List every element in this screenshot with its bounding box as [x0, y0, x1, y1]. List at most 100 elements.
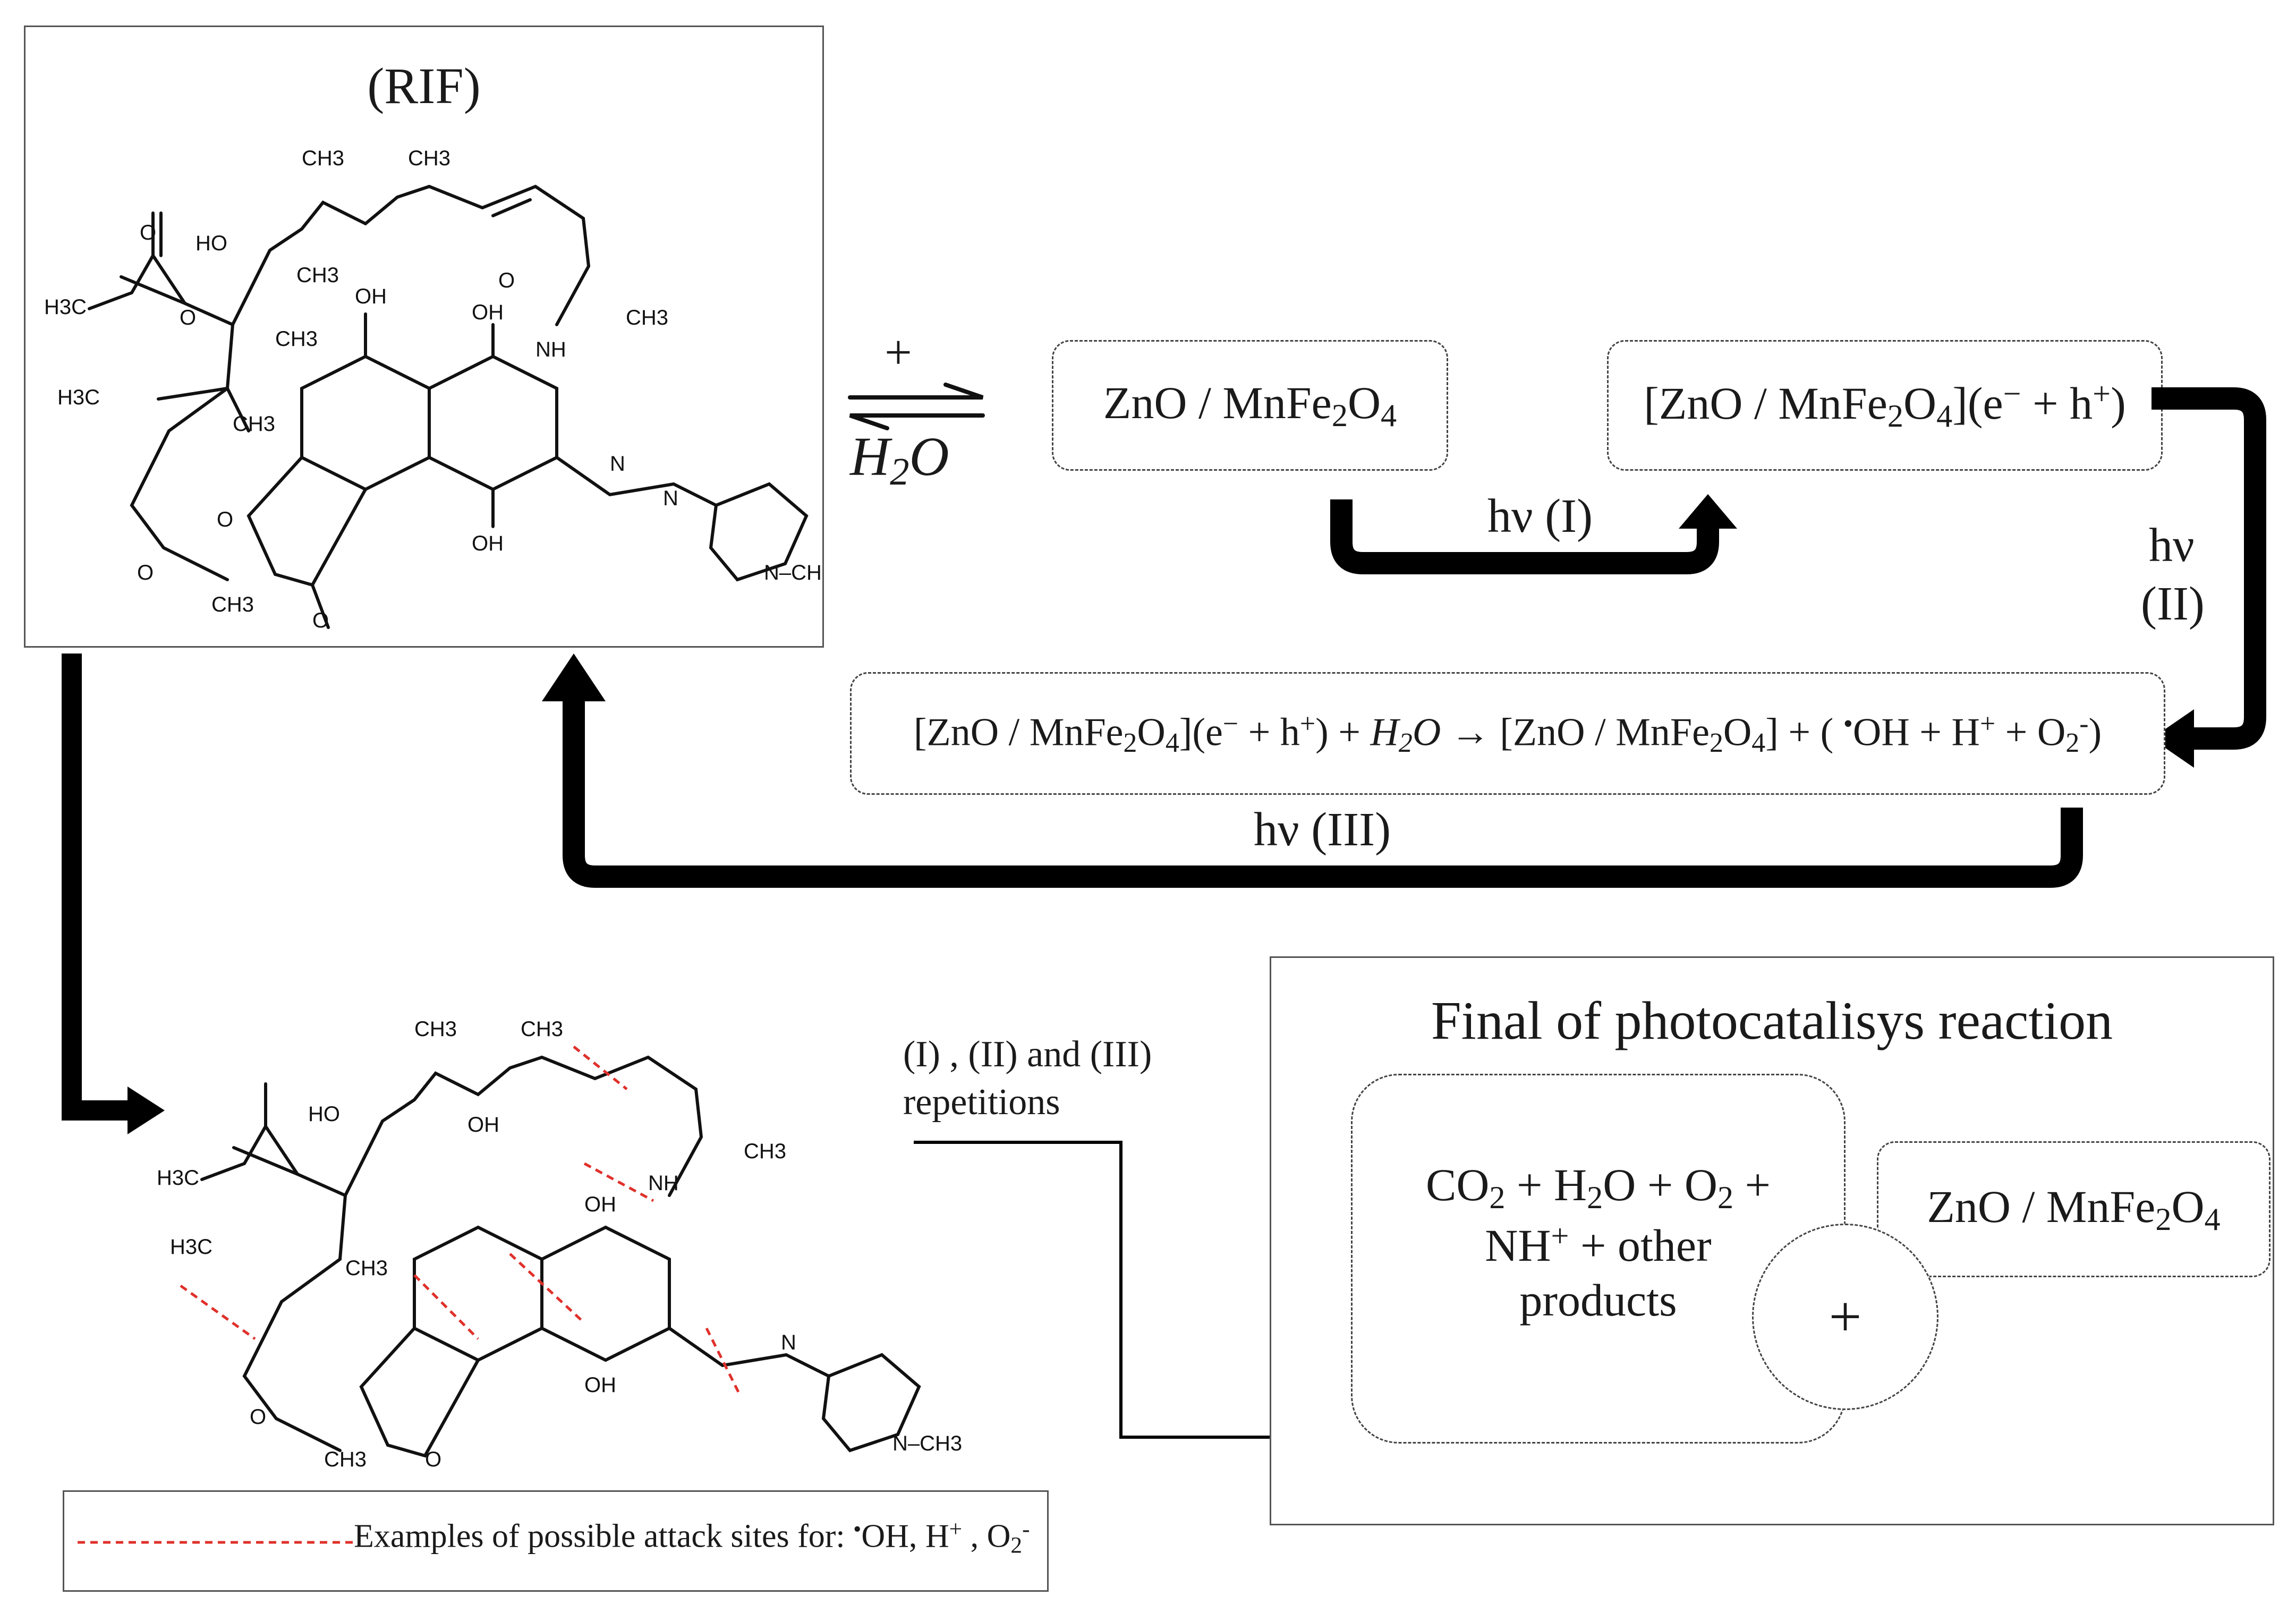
attack-site-2: [583, 1162, 654, 1202]
label-nh-1: NH: [535, 338, 566, 361]
label-o-6: O: [312, 609, 329, 632]
attacked-label-ho: HO: [308, 1102, 340, 1126]
attack-site-3: [509, 1253, 585, 1324]
attacked-label-o-1: O: [250, 1405, 266, 1429]
label-ho-1: HO: [195, 232, 227, 255]
catalyst-label: ZnO / MnFe2O4: [1103, 377, 1397, 434]
step3-arrow: [542, 654, 2083, 888]
attacked-acetate: [200, 1123, 299, 1181]
label-h3c-1: H3C: [44, 295, 87, 319]
products-text: CO2 + H2O + O2 + NH+ + other products: [1425, 1159, 1771, 1326]
step1-arrow: [1330, 494, 1737, 574]
forward-arrow: [848, 383, 984, 400]
attacked-piperazine: [821, 1353, 921, 1453]
ansa-double-bond: [491, 198, 532, 217]
ansa-chain-bond: [120, 184, 591, 327]
label-o-3: O: [498, 269, 515, 292]
label-ch3-6: CH3: [233, 412, 275, 436]
rif-panel: (RIF): [24, 26, 824, 648]
water-o: O: [909, 426, 949, 487]
water-sub: 2: [890, 450, 909, 494]
label-ch3-3: CH3: [296, 264, 339, 287]
legend-text: Examples of possible attack sites for: •…: [354, 1516, 1030, 1558]
left-methyl-bond: [157, 387, 229, 401]
label-n-2: N: [663, 487, 678, 510]
step2-label-bottom: (II): [2141, 578, 2205, 630]
attacked-label-h3c-2: H3C: [170, 1235, 212, 1259]
rifampicin-structure: HO CH3 CH3 CH3 OH H3C O O CH3 OH O NH CH…: [44, 147, 822, 632]
attacked-label-ch3-4: CH3: [345, 1257, 388, 1280]
attack-site-1: [573, 1046, 628, 1090]
label-o-1: O: [140, 221, 156, 244]
label-oh-3: OH: [472, 532, 504, 555]
reaction-box: [ZnO / MnFe2O4](e− + h+) + H2O → [ZnO / …: [850, 672, 2165, 795]
legend: Examples of possible attack sites for: •…: [63, 1490, 1049, 1592]
label-ch3-1: CH3: [302, 147, 344, 170]
equilibrium-plus: +: [885, 325, 912, 379]
attacked-label-n: N: [781, 1331, 796, 1354]
label-nch3-1: N–CH3: [764, 561, 822, 584]
step1-label: hν (I): [1487, 490, 1593, 542]
attacked-label-ch3-2: CH3: [521, 1017, 563, 1041]
attacked-ring-b: [540, 1225, 671, 1362]
attacked-label-oh-1: OH: [467, 1113, 499, 1136]
ring-b: [428, 354, 558, 491]
reverse-arrow: [849, 413, 985, 430]
attack-site-6: [180, 1284, 256, 1340]
left-methyl-bond-2: [226, 387, 250, 432]
label-o-4: O: [217, 508, 233, 531]
furanone-bond: [246, 456, 367, 587]
attacked-furanone: [359, 1327, 480, 1458]
label-oh-2: OH: [472, 301, 504, 324]
step3-label: hν (III): [1254, 803, 1391, 856]
label-oh-1: OH: [355, 285, 387, 308]
attack-site-5: [705, 1327, 740, 1393]
degradation-arrow: [62, 654, 165, 1134]
excited-catalyst-label: [ZnO / MnFe2O4](e− + h+): [1644, 376, 2126, 435]
attacked-ansa-chain: [232, 1055, 703, 1198]
label-n-1: N: [610, 452, 625, 476]
final-title: Final of photocatalisys reaction: [1431, 991, 2113, 1051]
label-h3c-2: H3C: [57, 386, 100, 409]
attacked-left-chain: [242, 1194, 347, 1452]
water-h: H: [850, 426, 890, 487]
reaction-equation: [ZnO / MnFe2O4](e− + h+) + H2O → [ZnO / …: [913, 708, 2102, 759]
final-panel: Final of photocatalisys reaction CO2 + H…: [1270, 956, 2274, 1525]
products-box: CO2 + H2O + O2 + NH+ + other products: [1351, 1074, 1846, 1444]
rif-title: (RIF): [367, 57, 481, 114]
attacked-label-ch3-1: CH3: [414, 1017, 457, 1041]
attack-site-4: [413, 1274, 479, 1340]
attack-sites: [180, 1046, 740, 1393]
repetitions-line2: repetitions: [903, 1082, 1060, 1123]
furanone-carbonyl: [311, 583, 330, 629]
left-chain-bond: [130, 323, 234, 581]
ring-a: [300, 354, 431, 491]
label-o-2: O: [180, 306, 196, 329]
repetitions-connector: [914, 1141, 1316, 1452]
legend-dashed-line: [78, 1541, 354, 1544]
attacked-label-ch3-3: CH3: [744, 1140, 786, 1163]
repetitions-line1: (I) , (II) and (III): [903, 1034, 1152, 1075]
attacked-label-nch3: N–CH3: [892, 1432, 962, 1455]
attacked-label-h3c-1: H3C: [157, 1166, 199, 1190]
catalyst-box: ZnO / MnFe2O4: [1052, 340, 1448, 471]
attacked-rif-structure: HO CH3 CH3 OH H3C NH CH3 H3C CH3 OH OH N…: [157, 1017, 962, 1471]
attacked-label-oh-2: OH: [584, 1193, 616, 1216]
step2-label-top: hν: [2149, 519, 2195, 572]
equilibrium-arrows: [848, 383, 985, 430]
step2-arrow: [2152, 387, 2266, 768]
final-catalyst-box: ZnO / MnFe2O4: [1877, 1141, 2271, 1277]
attacked-label-oh-3: OH: [584, 1373, 616, 1397]
equilibrium-reagent: H2O: [850, 425, 949, 494]
final-plus-circle: +: [1752, 1224, 1938, 1410]
label-ch3-4: CH3: [275, 327, 318, 351]
label-ch3-7: CH3: [211, 593, 254, 616]
attacked-imine: [668, 1327, 830, 1378]
attacked-label-nh: NH: [648, 1172, 679, 1195]
label-ch3-5: CH3: [626, 306, 668, 329]
label-o-5: O: [137, 561, 154, 584]
attacked-label-o-2: O: [425, 1448, 441, 1471]
acetate-bond: [88, 252, 186, 310]
attacked-label-ch3-5: CH3: [324, 1448, 367, 1471]
excited-catalyst-box: [ZnO / MnFe2O4](e− + h+): [1607, 340, 2163, 471]
